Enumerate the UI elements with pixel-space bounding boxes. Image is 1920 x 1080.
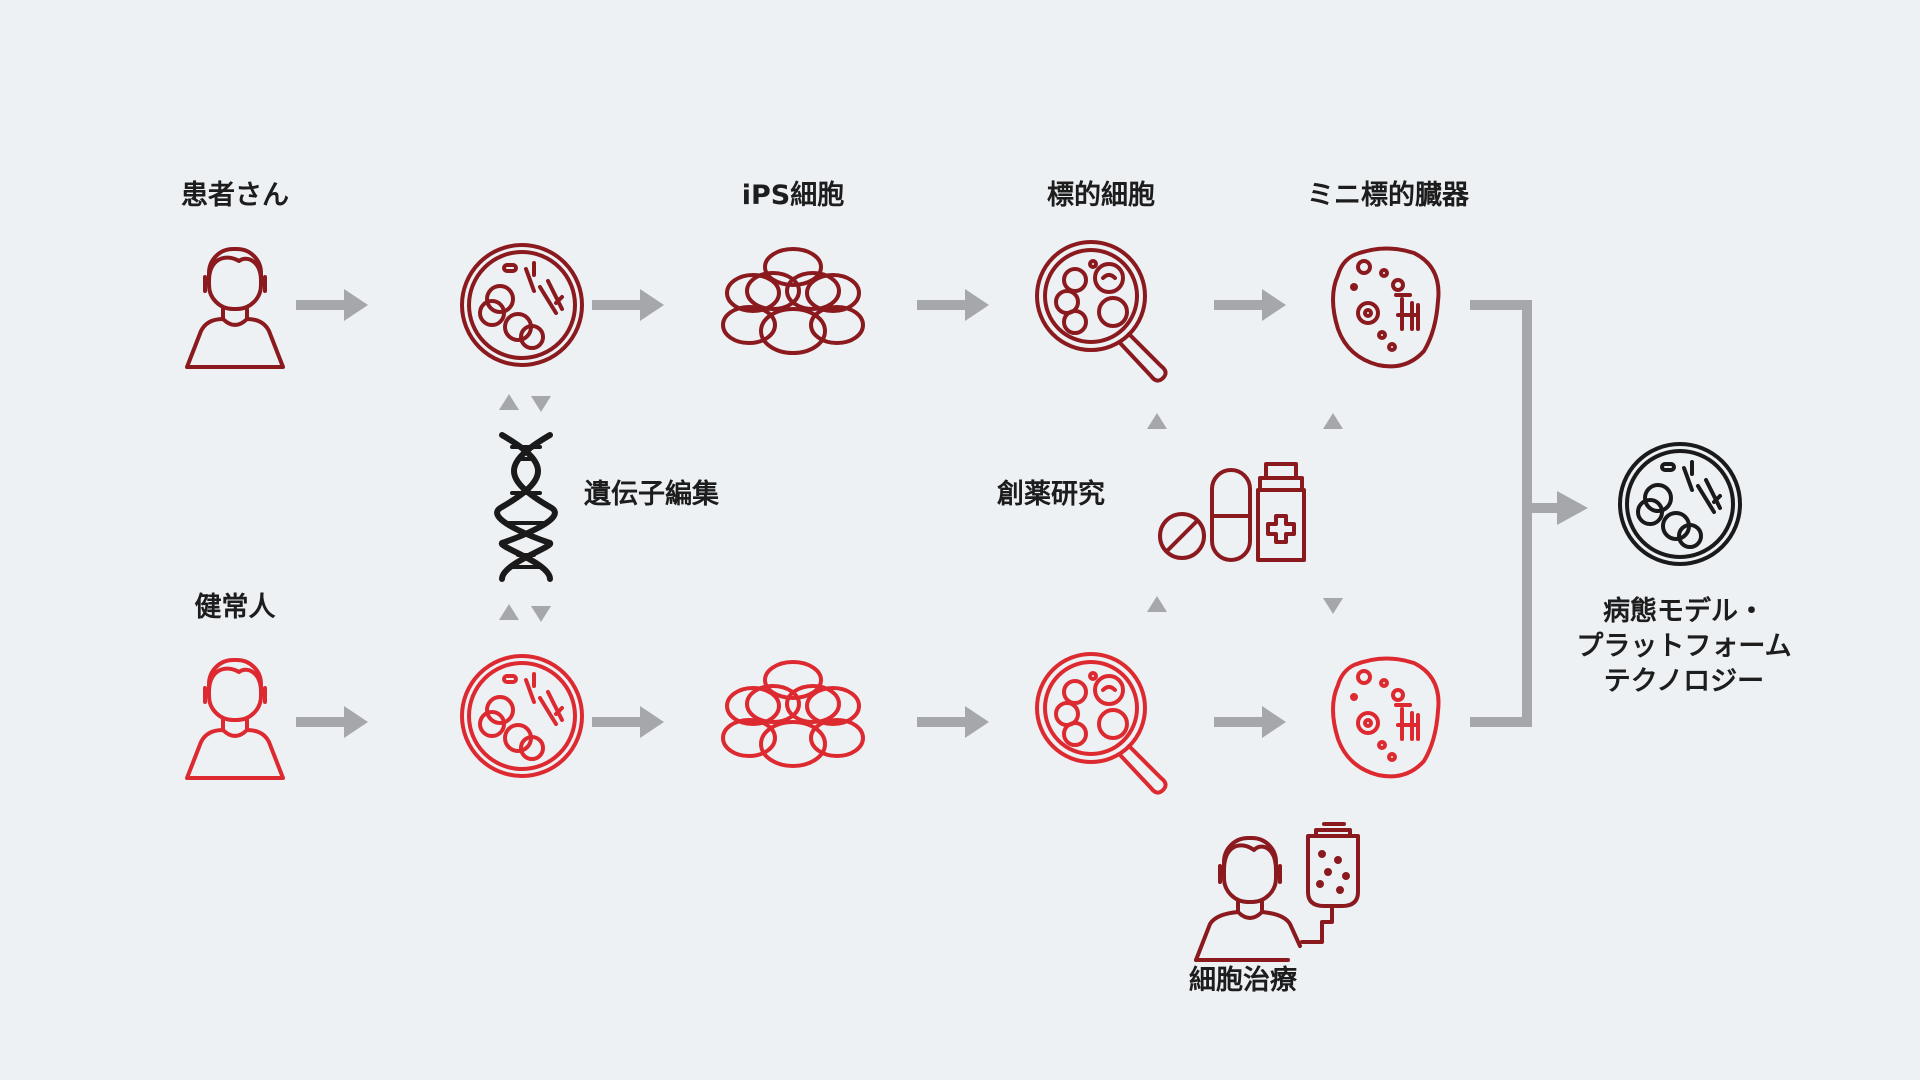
arrow-right-icon xyxy=(1214,706,1286,738)
arrow-right-icon xyxy=(296,289,368,321)
triangle-up-icon xyxy=(1147,596,1167,612)
platform-arrow-shaft xyxy=(1527,503,1557,513)
label-drug-discovery: 創薬研究 xyxy=(997,479,1105,510)
triangle-up-icon xyxy=(1147,413,1167,429)
person-icon xyxy=(185,658,285,780)
label-gene-editing: 遺伝子編集 xyxy=(584,479,719,510)
arrow-right-icon xyxy=(917,289,989,321)
platform-petri-dish-icon xyxy=(1618,442,1742,566)
triangle-up-icon xyxy=(499,394,519,410)
label-platform-line-3: テクノロジー xyxy=(1603,666,1765,698)
organoid-icon xyxy=(1331,656,1441,779)
magnifier-cell-icon xyxy=(1035,652,1168,795)
platform-arrow-head xyxy=(1557,491,1588,525)
triangle-down-icon xyxy=(531,606,551,622)
cell-cluster-icon xyxy=(721,247,865,355)
cell-cluster-icon xyxy=(721,660,865,768)
person-icon xyxy=(185,247,285,369)
label-platform-line-1: 病態モデル・ xyxy=(1602,596,1765,627)
label-target-cell: 標的細胞 xyxy=(1047,180,1155,211)
label-mini-organ: ミニ標的臓器 xyxy=(1307,180,1469,211)
triangle-down-icon xyxy=(1323,598,1343,614)
label-platform-line-2: プラットフォーム xyxy=(1576,631,1792,663)
arrow-right-icon xyxy=(592,289,664,321)
triangle-up-icon xyxy=(499,604,519,620)
organoid-icon xyxy=(1331,246,1441,369)
label-healthy: 健常人 xyxy=(194,592,276,623)
merge-bracket xyxy=(1470,300,1532,727)
arrow-right-icon xyxy=(592,706,664,738)
triangle-up-icon xyxy=(1323,413,1343,429)
arrow-right-icon xyxy=(1214,289,1286,321)
arrow-right-icon xyxy=(296,706,368,738)
label-cell-therapy: 細胞治療 xyxy=(1189,965,1297,996)
petri-dish-icon xyxy=(460,243,584,367)
label-platform: 病態モデル・ プラットフォーム テクノロジー xyxy=(1576,594,1791,699)
magnifier-cell-icon xyxy=(1035,240,1168,383)
medicine-icon xyxy=(1158,462,1306,562)
label-ips-cells: iPS細胞 xyxy=(741,180,845,211)
dna-icon xyxy=(497,435,555,579)
label-patient: 患者さん xyxy=(181,180,289,211)
petri-dish-icon xyxy=(460,654,584,778)
iv-drip-icon xyxy=(1194,822,1360,962)
arrow-right-icon xyxy=(917,706,989,738)
triangle-down-icon xyxy=(531,396,551,412)
